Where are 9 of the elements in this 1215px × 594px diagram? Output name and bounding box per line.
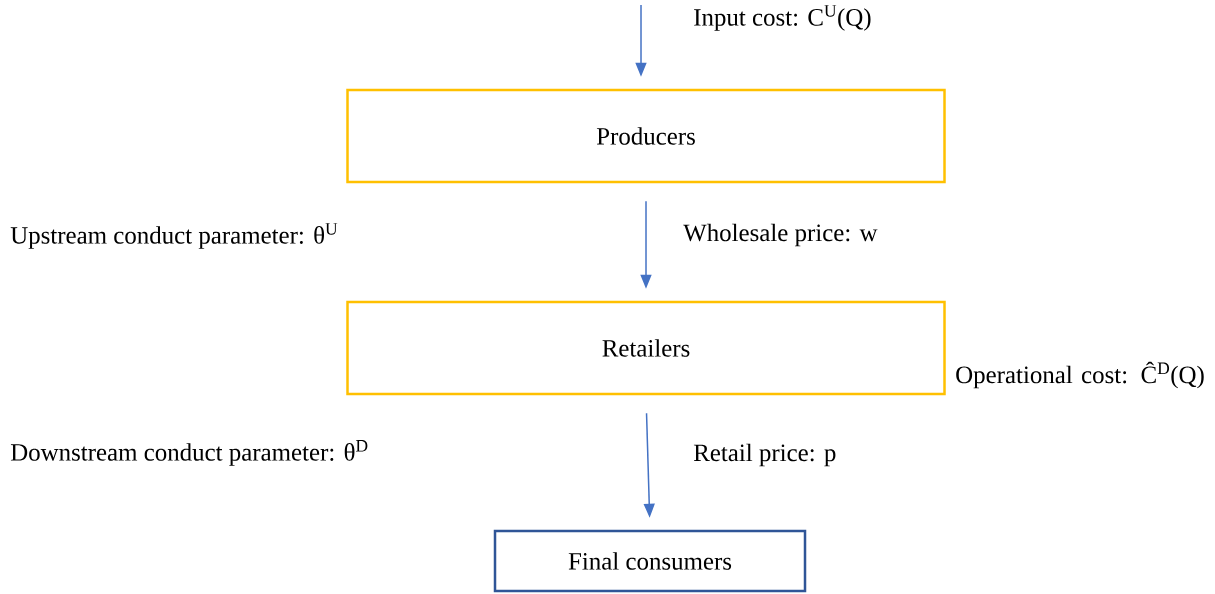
parameter-label: Upstream conduct parameter: θ$^{U}$ xyxy=(10,223,338,249)
process-box: Final consumers xyxy=(493,529,807,593)
side-note: Operational cost: Ĉ$^{D}$(Q) xyxy=(956,361,1204,389)
process-box: Retailers xyxy=(346,300,946,396)
process-box: Producers xyxy=(346,88,946,184)
edge-label: Retail price: p xyxy=(693,443,836,467)
edge-label: Wholesale price: w xyxy=(683,223,878,247)
edge-label: Input cost: C$^{U}$(Q) xyxy=(694,5,871,31)
parameter-label: Downstream conduct parameter: θ$^{D}$ xyxy=(10,440,368,466)
